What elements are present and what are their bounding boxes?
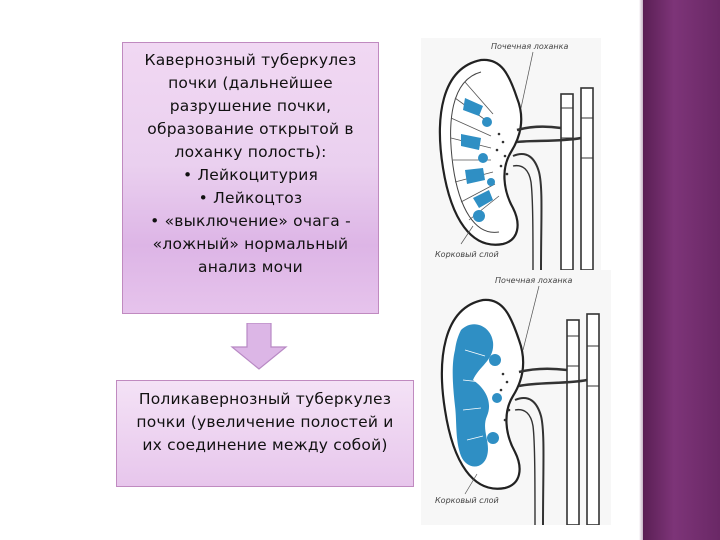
- label-cortex: Корковый слой: [435, 250, 499, 259]
- top-box-line: Кавернозный туберкулез: [144, 51, 357, 69]
- top-box-bullet: • «выключение» очага -: [150, 212, 351, 230]
- top-box-line: анализ мочи: [198, 258, 303, 276]
- bottom-box-line: их соединение между собой): [142, 436, 388, 454]
- kidney-illustration-polycavernous: Почечная лоханка Корковый слой: [421, 270, 611, 525]
- top-box-line: почки (дальнейшее: [168, 74, 333, 92]
- label-renal-pelvis: Почечная лоханка: [495, 276, 573, 285]
- top-box-line: лоханку полость):: [174, 143, 327, 161]
- down-arrow-icon: [230, 323, 288, 370]
- decorative-side-band: [639, 0, 720, 540]
- kidney-illustration-cavernous: Почечная лоханка Корковый слой: [421, 38, 601, 270]
- cavernous-tb-box: Кавернозный туберкулез почки (дальнейшее…: [122, 42, 379, 314]
- label-renal-pelvis: Почечная лоханка: [491, 42, 569, 51]
- top-box-line: «ложный» нормальный: [152, 235, 349, 253]
- bottom-box-line: почки (увеличение полостей и: [136, 413, 394, 431]
- label-cortex: Корковый слой: [435, 496, 499, 505]
- bottom-box-line: Поликавернозный туберкулез: [138, 390, 392, 408]
- top-box-bullet: • Лейкоцтоз: [198, 189, 303, 207]
- top-box-line: образование открытой в: [147, 120, 354, 138]
- top-box-bullet: • Лейкоцитурия: [182, 166, 319, 184]
- top-box-line: разрушение почки,: [169, 97, 332, 115]
- polycavernous-tb-box: Поликавернозный туберкулез почки (увелич…: [116, 380, 414, 487]
